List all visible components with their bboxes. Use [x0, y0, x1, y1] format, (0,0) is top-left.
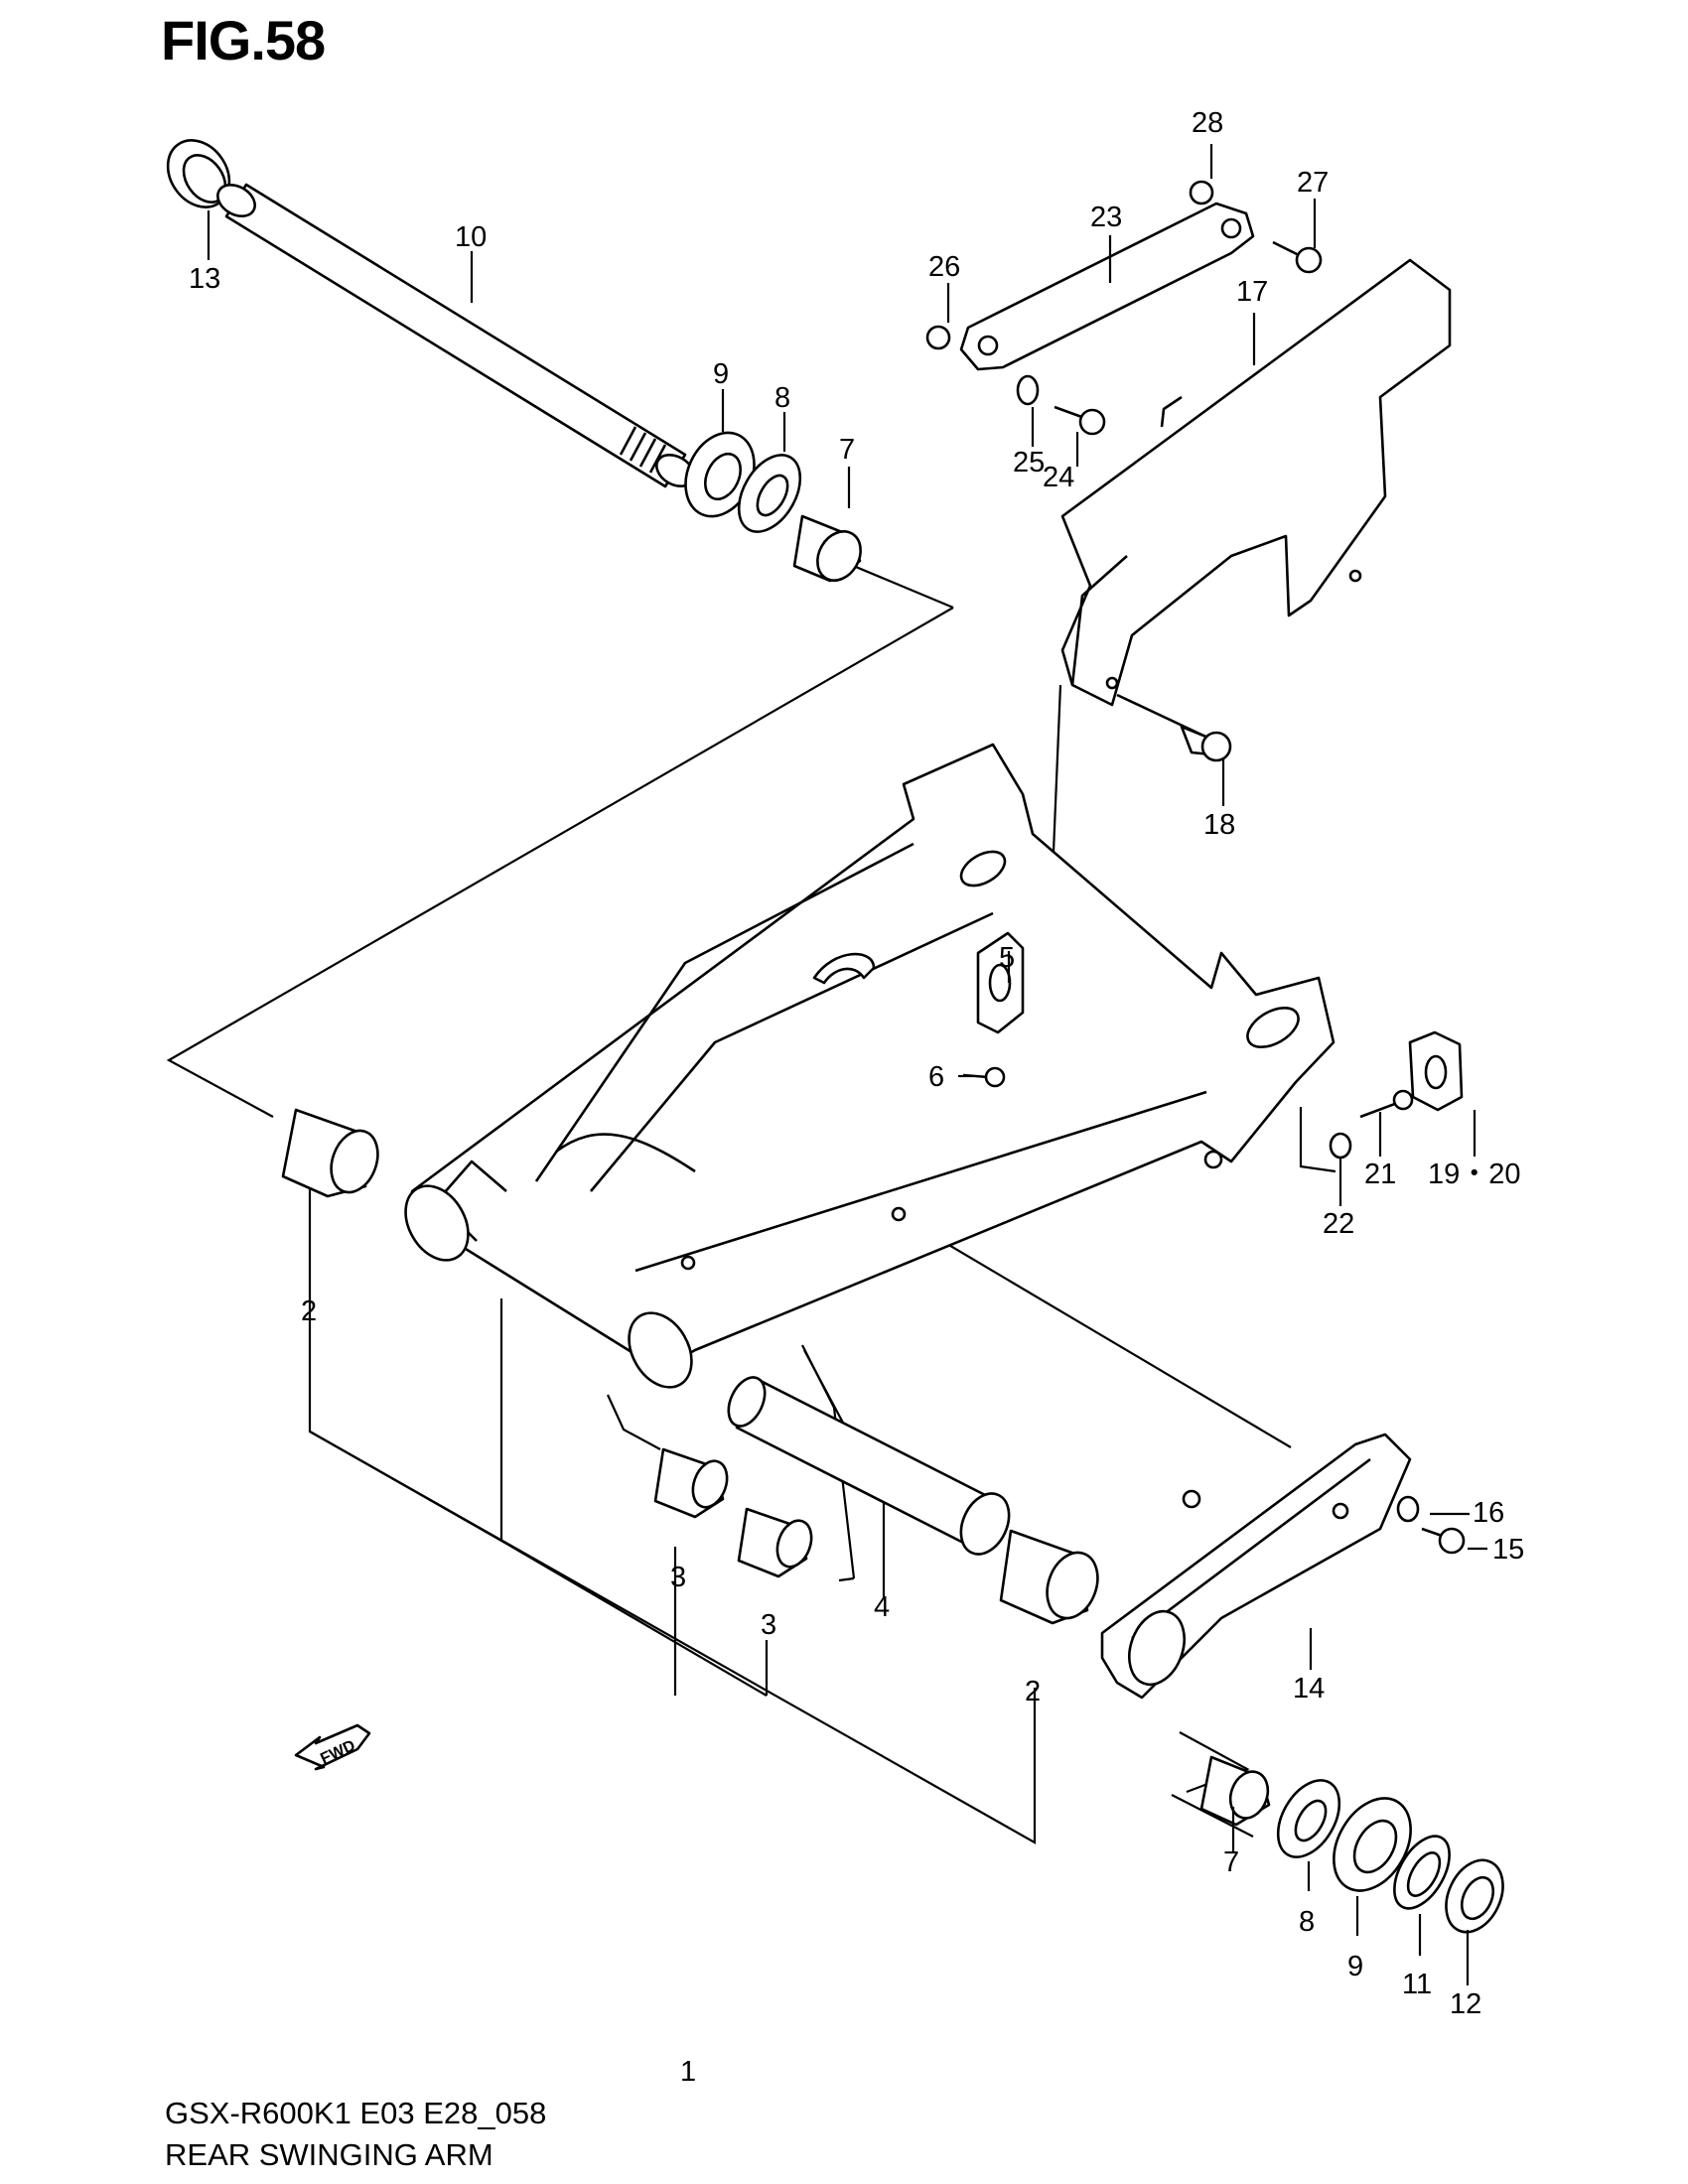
callout-24: 24 [1043, 462, 1074, 493]
callout-7-upper: 7 [839, 434, 855, 466]
part-21-bolt [1359, 1089, 1414, 1119]
part-9-bearing-lower [1333, 1797, 1412, 1892]
figure-title: FIG.58 [161, 9, 326, 71]
part-22-washer [1329, 1132, 1352, 1160]
part-14-chain-slider [1100, 1433, 1412, 1700]
callout-8-lower: 8 [1299, 1906, 1315, 1938]
part-23-stay [959, 202, 1255, 371]
callout-9-upper: 9 [713, 358, 729, 390]
model-code: GSX-R600K1 E03 E28_058 [165, 2096, 547, 2130]
callout-4: 4 [874, 1591, 890, 1623]
part-16-washer [1396, 1495, 1420, 1523]
callout-28: 28 [1192, 107, 1223, 139]
callout-13: 13 [189, 263, 220, 295]
callout-5: 5 [999, 942, 1015, 974]
part-8-washer [737, 454, 802, 533]
callout-11: 11 [1402, 1969, 1432, 2000]
callout-2-left: 2 [301, 1296, 317, 1327]
part-12-seal [1445, 1858, 1504, 1934]
callout-14: 14 [1293, 1673, 1325, 1705]
callout-3-left: 3 [670, 1562, 686, 1593]
part-3-bearing-a [653, 1447, 729, 1519]
callout-9-lower: 9 [1347, 1951, 1363, 1982]
callout-stubs [207, 144, 1487, 1985]
callout-26: 26 [928, 251, 960, 283]
callout-17: 17 [1236, 276, 1268, 308]
part-28-nut [1189, 180, 1214, 205]
part-27-bolt [1272, 240, 1323, 274]
callout-labels: 1 2 2 3 3 4 5 6 7 7 8 8 9 9 10 11 12 13 … [189, 107, 1524, 2088]
part-4-sleeve [727, 1376, 1011, 1556]
callout-27: 27 [1297, 167, 1329, 199]
part-25-washer [1016, 374, 1040, 406]
part-18-bolt [1116, 693, 1232, 762]
part-3-bearing-b [737, 1507, 813, 1578]
part-24-bolt [1054, 405, 1106, 436]
callout-12: 12 [1450, 1988, 1481, 2020]
callout-15: 15 [1492, 1534, 1524, 1566]
callout-7-lower: 7 [1223, 1846, 1239, 1878]
part-11-washer [1393, 1835, 1451, 1910]
part-6-screw [962, 1066, 1006, 1088]
part-17-chain-guard [1060, 258, 1452, 707]
callout-23: 23 [1090, 202, 1122, 233]
callout-3-right: 3 [761, 1609, 776, 1641]
part-19-20-block [1408, 1030, 1464, 1112]
callout-18: 18 [1203, 809, 1235, 841]
callout-25: 25 [1013, 447, 1045, 478]
fwd-arrow-icon: FWD [294, 1723, 371, 1771]
part-26-nut [925, 325, 951, 350]
callout-19-20: 19・20 [1428, 1159, 1521, 1190]
callout-8-upper: 8 [774, 382, 790, 414]
callout-1: 1 [680, 2056, 696, 2088]
callout-21: 21 [1364, 1159, 1396, 1190]
part-2-collar-left [281, 1108, 379, 1198]
part-7-collar [792, 514, 862, 583]
part-15-bolt [1421, 1527, 1466, 1555]
callout-2-right: 2 [1025, 1676, 1041, 1707]
part-2-collar-right [999, 1529, 1099, 1625]
callout-6: 6 [928, 1061, 944, 1093]
callout-16: 16 [1473, 1497, 1504, 1529]
part-hose-clamp [812, 952, 876, 985]
swingarm-body [404, 743, 1336, 1389]
part-10-pivot-shaft [216, 183, 695, 488]
part-9-bearing [684, 431, 756, 518]
figure-name: REAR SWINGING ARM [165, 2137, 493, 2172]
callout-10: 10 [455, 221, 487, 253]
part-8-washer-lower [1276, 1779, 1341, 1858]
callout-22: 22 [1323, 1208, 1354, 1240]
part-7-collar-lower [1199, 1755, 1271, 1827]
